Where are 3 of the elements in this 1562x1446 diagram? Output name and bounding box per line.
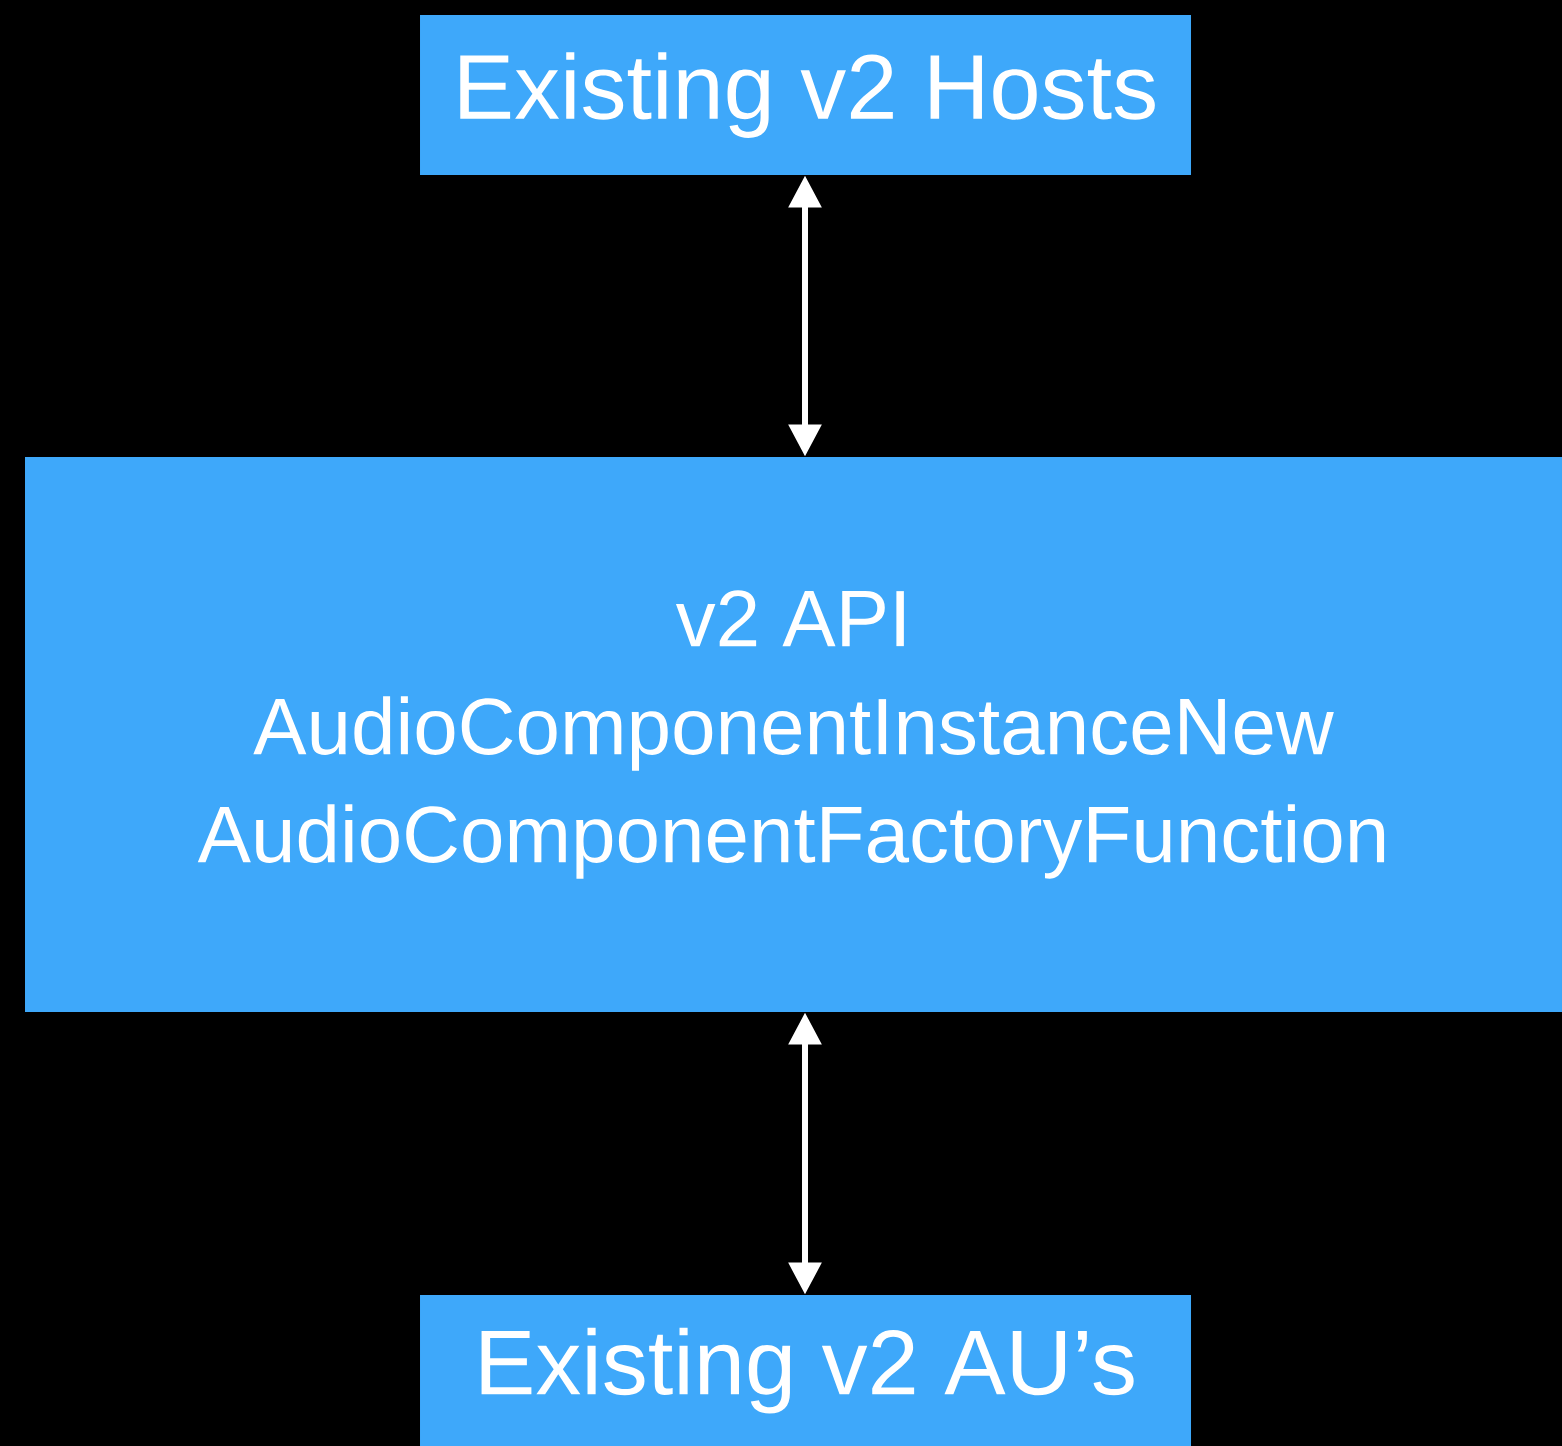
process-box: Existing v2 Hosts	[420, 15, 1191, 175]
process-box: v2 API AudioComponentInstanceNew AudioComponentFactoryFunction	[25, 457, 1562, 1012]
process-box: Existing v2 AU’s	[420, 1295, 1191, 1446]
